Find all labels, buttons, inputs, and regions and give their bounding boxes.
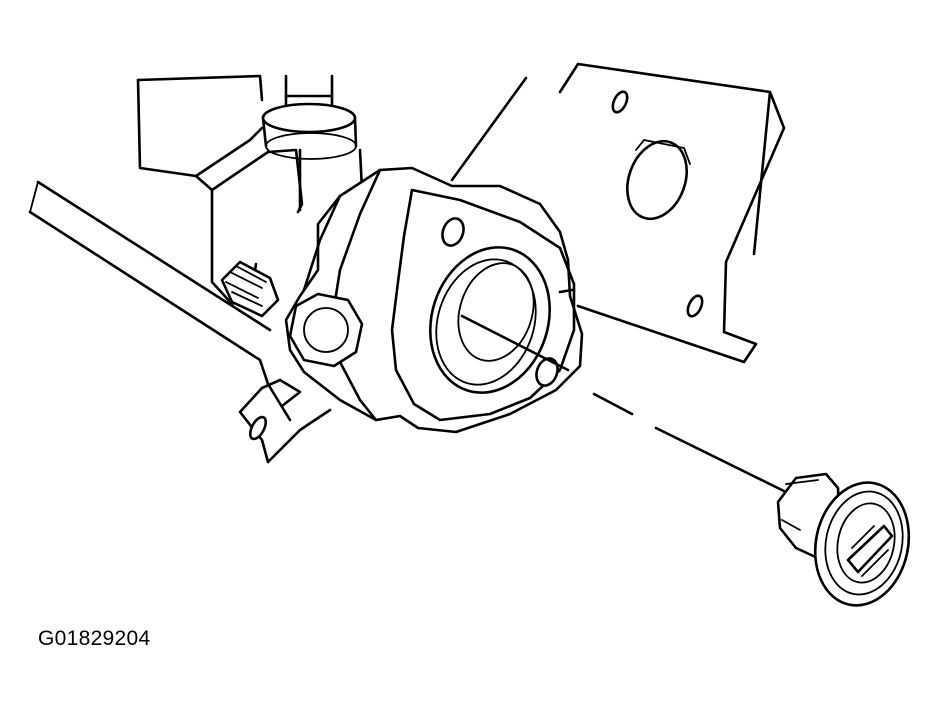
lower-mount-bracket (238, 378, 332, 464)
flange-hole-bottom (535, 357, 559, 387)
sensor-bolt (220, 260, 280, 318)
engine-block-edge (28, 180, 292, 422)
thermostat (776, 472, 911, 607)
pipe-collar (261, 102, 357, 134)
plate-hole-lower (686, 294, 704, 318)
housing-bore (428, 246, 552, 394)
flange-hole-top (441, 217, 465, 247)
thermostat-flange (813, 481, 911, 607)
upper-casting (136, 74, 304, 306)
mount-hole (248, 415, 268, 441)
thermostat-housing (284, 166, 584, 434)
plate-hole-upper (611, 90, 629, 114)
bypass-pipe (261, 74, 364, 212)
plate-port (626, 139, 688, 221)
alignment-centerline (460, 314, 792, 496)
mounting-plate (450, 62, 786, 364)
figure-code-label: G01829204 (38, 627, 151, 650)
hex-plug (288, 292, 364, 368)
